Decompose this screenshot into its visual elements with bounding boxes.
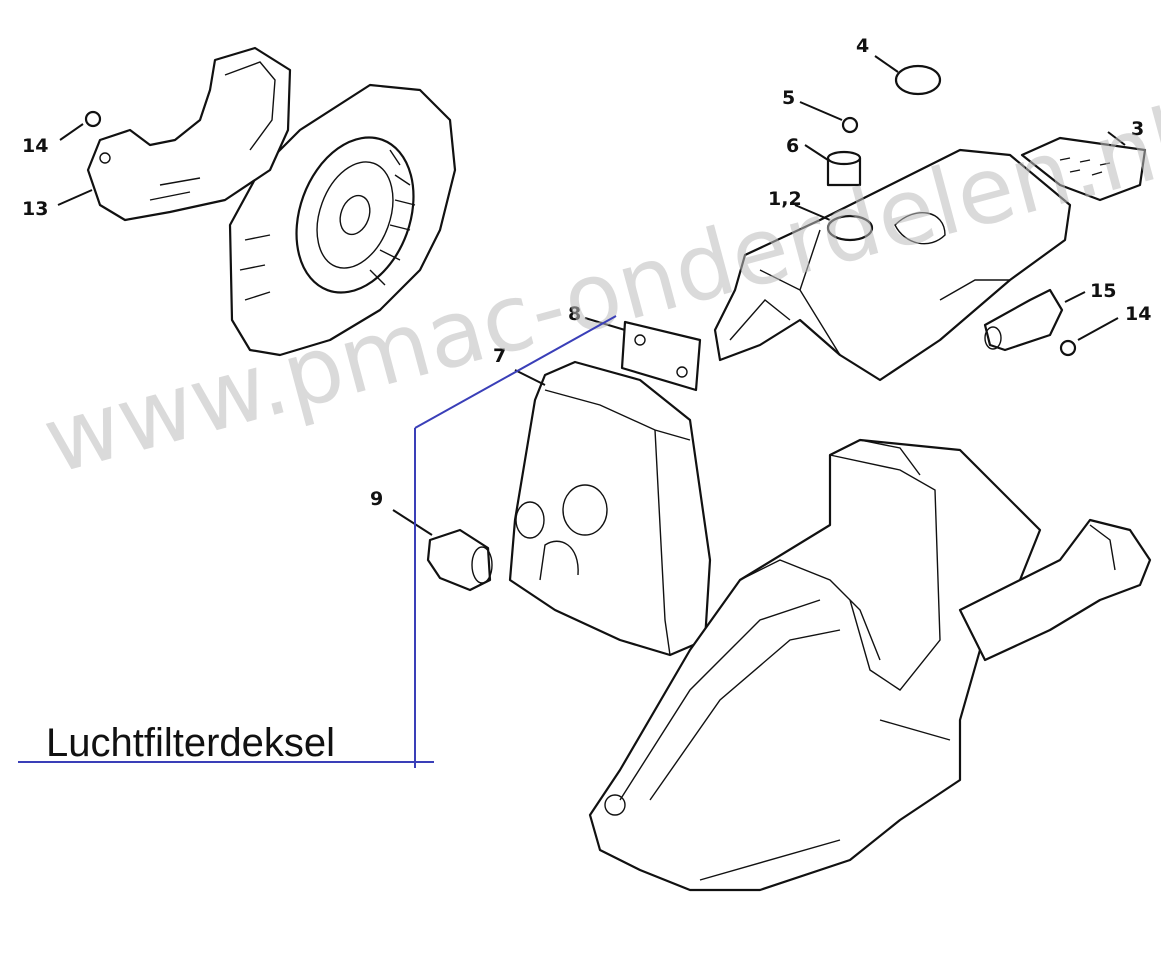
screw-14-left (59, 110, 102, 141)
fan-housing (228, 83, 457, 357)
label-15: 15 (1090, 280, 1116, 302)
part-15-clip (983, 288, 1086, 352)
label-6: 6 (786, 135, 799, 157)
label-14-right: 14 (1125, 303, 1151, 325)
callout-lines (18, 315, 617, 768)
part-8-plate (584, 317, 702, 392)
crankcase-housing (588, 438, 1152, 892)
label-5: 5 (782, 87, 795, 109)
label-3: 3 (1131, 118, 1144, 140)
label-9: 9 (370, 488, 383, 510)
part-13-cover (86, 46, 292, 222)
label-7: 7 (493, 345, 506, 367)
label-14-left: 14 (22, 135, 48, 157)
label-8: 8 (568, 303, 581, 325)
part-4-cap (874, 55, 942, 96)
leader-13 (57, 189, 93, 206)
screw-14-right (1059, 317, 1119, 357)
label-13: 13 (22, 198, 48, 220)
leader-1-2 (794, 204, 831, 221)
part-1-2-top-cover (713, 148, 1072, 382)
label-1-2: 1,2 (768, 188, 802, 210)
part-5-screw (799, 101, 859, 134)
part-7-air-filter-cover (508, 360, 712, 657)
part-9-knob (392, 509, 493, 592)
part-6-bush (804, 144, 862, 187)
part-3-plate (1020, 131, 1147, 202)
callout-label: Luchtfilterdeksel (46, 721, 335, 765)
label-4: 4 (856, 35, 869, 57)
